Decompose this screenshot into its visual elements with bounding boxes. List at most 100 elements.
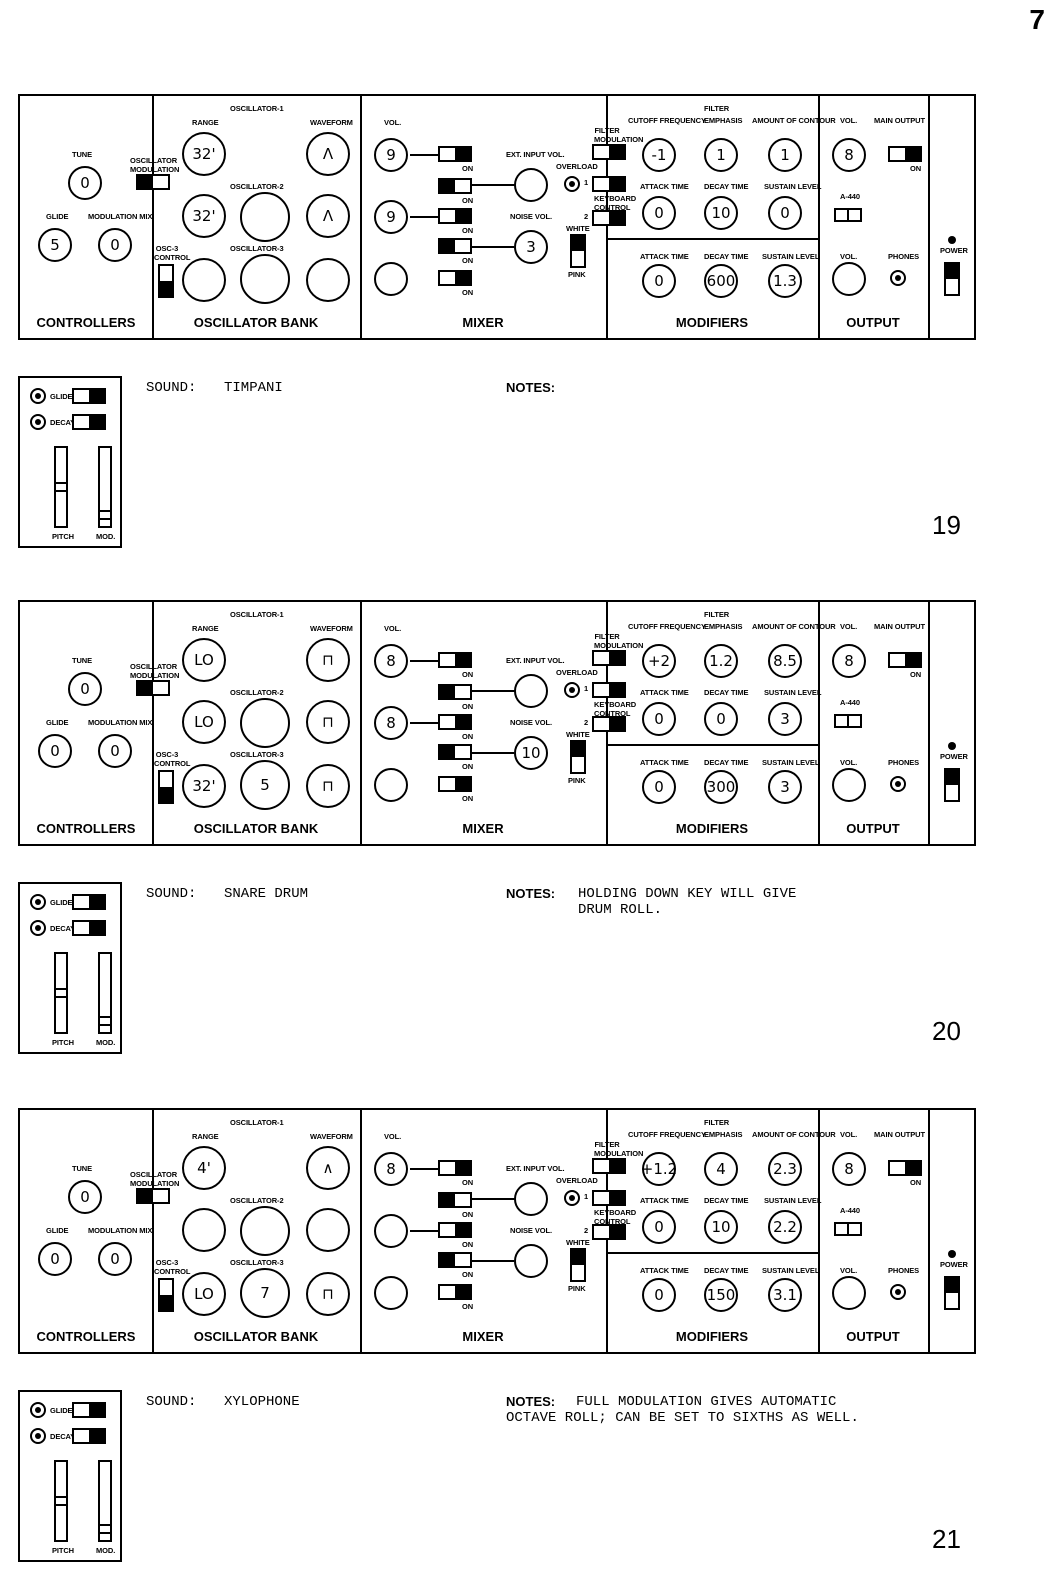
tune-knob[interactable]: 0 <box>68 166 102 200</box>
osc2-range-knob[interactable]: LO <box>182 700 226 744</box>
osc3-waveform-knob[interactable]: ⊓ <box>306 764 350 808</box>
decay-switch[interactable] <box>72 1428 106 1444</box>
osc3-frequency-knob[interactable] <box>240 254 290 304</box>
osc2-range-knob[interactable]: 32' <box>182 194 226 238</box>
osc2-frequency-knob[interactable] <box>240 192 290 242</box>
osc2-waveform-knob[interactable]: ⊓ <box>306 700 350 744</box>
loudness-sustain-knob[interactable]: 1.3 <box>768 264 802 298</box>
osc-modulation-switch[interactable] <box>136 1188 170 1204</box>
ext-mixer-switch[interactable] <box>438 1192 472 1208</box>
osc2-mixer-switch[interactable] <box>438 714 472 730</box>
osc3-range-knob[interactable] <box>182 258 226 302</box>
mod-wheel[interactable] <box>98 952 112 1034</box>
a440-switch[interactable] <box>834 208 862 222</box>
glide-switch[interactable] <box>72 894 106 910</box>
keyboard-control-1-switch[interactable] <box>592 176 626 192</box>
osc3-mixer-switch[interactable] <box>438 776 472 792</box>
a440-switch[interactable] <box>834 714 862 728</box>
osc1-range-knob[interactable]: 4' <box>182 1146 226 1190</box>
loudness-attack-knob[interactable]: 0 <box>642 264 676 298</box>
mod-wheel[interactable] <box>98 446 112 528</box>
filter-attack-knob[interactable]: 0 <box>642 196 676 230</box>
keyboard-control-2-switch[interactable] <box>592 210 626 226</box>
ext-mixer-switch[interactable] <box>438 684 472 700</box>
mixer-vol1-knob[interactable]: 8 <box>374 1152 408 1186</box>
osc1-range-knob[interactable]: 32' <box>182 132 226 176</box>
mod-wheel[interactable] <box>98 1460 112 1542</box>
glide-knob[interactable]: 0 <box>38 1242 72 1276</box>
osc2-frequency-knob[interactable] <box>240 1206 290 1256</box>
osc3-control-switch[interactable] <box>158 1278 174 1312</box>
keyboard-control-2-switch[interactable] <box>592 716 626 732</box>
filter-sustain-knob[interactable]: 2.2 <box>768 1210 802 1244</box>
osc1-range-knob[interactable]: LO <box>182 638 226 682</box>
filter-modulation-switch[interactable] <box>592 144 626 160</box>
loudness-sustain-knob[interactable]: 3 <box>768 770 802 804</box>
osc2-waveform-knob[interactable]: Λ <box>306 194 350 238</box>
phones-jack[interactable] <box>890 270 906 286</box>
cutoff-knob[interactable]: -1 <box>642 138 676 172</box>
modulation-mix-knob[interactable]: 0 <box>98 734 132 768</box>
output-vol-knob[interactable]: 8 <box>832 644 866 678</box>
keyboard-control-1-switch[interactable] <box>592 682 626 698</box>
mixer-vol2-knob[interactable]: 8 <box>374 706 408 740</box>
osc3-frequency-knob[interactable]: 5 <box>240 760 290 810</box>
osc3-waveform-knob[interactable] <box>306 258 350 302</box>
glide-switch[interactable] <box>72 1402 106 1418</box>
mixer-vol1-knob[interactable]: 9 <box>374 138 408 172</box>
glide-switch[interactable] <box>72 388 106 404</box>
filter-modulation-switch[interactable] <box>592 650 626 666</box>
osc3-frequency-knob[interactable]: 7 <box>240 1268 290 1318</box>
noise-vol-knob[interactable] <box>514 1244 548 1278</box>
osc2-mixer-switch[interactable] <box>438 208 472 224</box>
osc1-mixer-switch[interactable] <box>438 1160 472 1176</box>
osc1-mixer-switch[interactable] <box>438 146 472 162</box>
decay-switch[interactable] <box>72 920 106 936</box>
emphasis-knob[interactable]: 1 <box>704 138 738 172</box>
loudness-attack-knob[interactable]: 0 <box>642 770 676 804</box>
ext-input-vol-knob[interactable] <box>514 1182 548 1216</box>
osc-modulation-switch[interactable] <box>136 680 170 696</box>
filter-decay-knob[interactable]: 10 <box>704 196 738 230</box>
contour-knob[interactable]: 1 <box>768 138 802 172</box>
noise-color-switch[interactable] <box>570 1248 586 1282</box>
mixer-vol3-knob[interactable] <box>374 768 408 802</box>
pitch-wheel[interactable] <box>54 446 68 528</box>
emphasis-knob[interactable]: 1.2 <box>704 644 738 678</box>
osc1-waveform-knob[interactable]: ∧ <box>306 1146 350 1190</box>
osc3-range-knob[interactable]: 32' <box>182 764 226 808</box>
osc-modulation-switch[interactable] <box>136 174 170 190</box>
main-output-switch[interactable] <box>888 1160 922 1176</box>
mixer-vol1-knob[interactable]: 8 <box>374 644 408 678</box>
noise-mixer-switch[interactable] <box>438 1252 472 1268</box>
mixer-vol3-knob[interactable] <box>374 262 408 296</box>
contour-knob[interactable]: 8.5 <box>768 644 802 678</box>
ext-input-vol-knob[interactable] <box>514 168 548 202</box>
osc1-waveform-knob[interactable]: Λ <box>306 132 350 176</box>
a440-switch[interactable] <box>834 1222 862 1236</box>
pitch-wheel[interactable] <box>54 952 68 1034</box>
keyboard-control-2-switch[interactable] <box>592 1224 626 1240</box>
phones-vol-knob[interactable] <box>832 262 866 296</box>
phones-vol-knob[interactable] <box>832 768 866 802</box>
mixer-vol2-knob[interactable]: 9 <box>374 200 408 234</box>
mixer-vol2-knob[interactable] <box>374 1214 408 1248</box>
loudness-decay-knob[interactable]: 150 <box>704 1278 738 1312</box>
loudness-sustain-knob[interactable]: 3.1 <box>768 1278 802 1312</box>
emphasis-knob[interactable]: 4 <box>704 1152 738 1186</box>
glide-knob[interactable]: 0 <box>38 734 72 768</box>
decay-switch[interactable] <box>72 414 106 430</box>
phones-jack[interactable] <box>890 776 906 792</box>
filter-attack-knob[interactable]: 0 <box>642 702 676 736</box>
contour-knob[interactable]: 2.3 <box>768 1152 802 1186</box>
noise-vol-knob[interactable]: 10 <box>514 736 548 770</box>
osc3-control-switch[interactable] <box>158 264 174 298</box>
tune-knob[interactable]: 0 <box>68 1180 102 1214</box>
ext-mixer-switch[interactable] <box>438 178 472 194</box>
osc1-waveform-knob[interactable]: ⊓ <box>306 638 350 682</box>
ext-input-vol-knob[interactable] <box>514 674 548 708</box>
osc2-range-knob[interactable] <box>182 1208 226 1252</box>
cutoff-knob[interactable]: +1.2 <box>641 1152 677 1186</box>
noise-vol-knob[interactable]: 3 <box>514 230 548 264</box>
glide-knob[interactable]: 5 <box>38 228 72 262</box>
